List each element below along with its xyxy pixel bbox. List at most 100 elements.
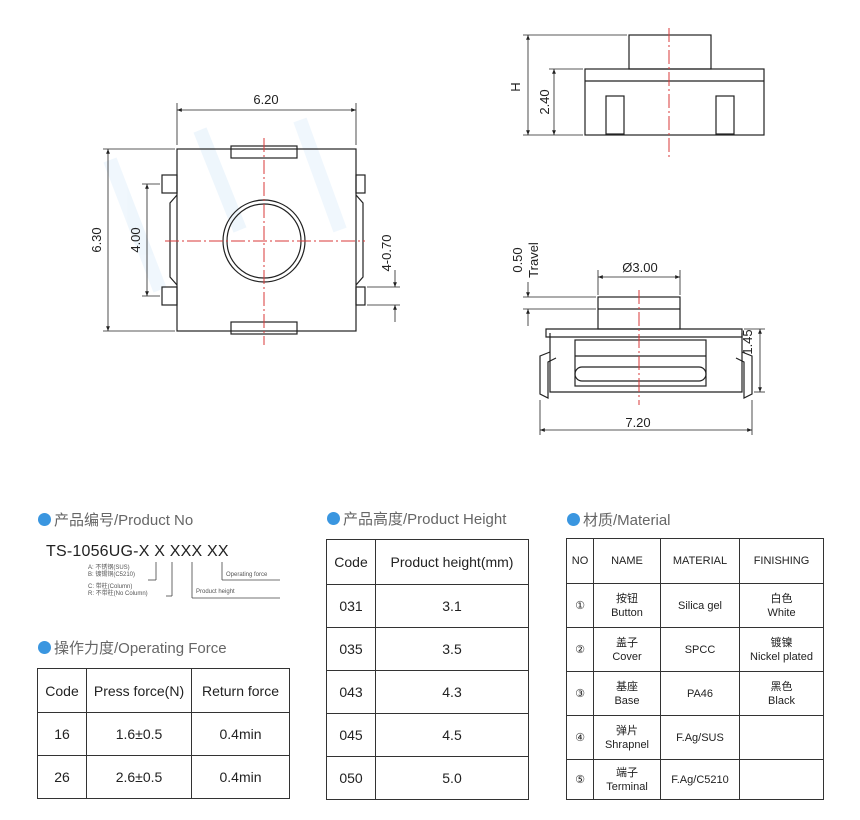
dim-width-top: 6.20 bbox=[253, 92, 278, 107]
header-code: Code bbox=[37, 668, 87, 713]
front-view bbox=[539, 296, 753, 399]
top-body-inner-left bbox=[169, 194, 178, 286]
label-product-height: Product height bbox=[196, 589, 235, 595]
dim-travel-value: 0.50 bbox=[510, 247, 525, 272]
header-no: NO bbox=[566, 538, 594, 584]
header-return-force: Return force bbox=[191, 668, 290, 713]
cell-code: 035 bbox=[326, 627, 376, 671]
table-header-row: Code Press force(N) Return force bbox=[37, 668, 290, 713]
product-height-title: 产品高度/Product Height bbox=[327, 508, 506, 529]
front-dimensions bbox=[523, 270, 765, 435]
side-lead-right bbox=[715, 95, 735, 135]
cell-material: F.Ag/SUS bbox=[660, 715, 740, 760]
note-r: R: 不带柱(No Column) bbox=[88, 591, 148, 597]
dim-total-width: 7.20 bbox=[625, 415, 650, 430]
lead-bottom-right bbox=[355, 286, 366, 306]
cell-material: PA46 bbox=[660, 671, 740, 716]
cell-code: 045 bbox=[326, 713, 376, 757]
cell-no: ② bbox=[566, 627, 594, 672]
section-dot-icon bbox=[38, 513, 51, 526]
cell-press-force: 1.6±0.5 bbox=[86, 712, 192, 756]
cell-finishing bbox=[739, 715, 824, 760]
cell-height: 4.3 bbox=[375, 670, 529, 714]
product-no-title: 产品编号/Product No bbox=[38, 509, 193, 530]
section-dot-icon bbox=[567, 513, 580, 526]
cell-height: 3.5 bbox=[375, 627, 529, 671]
material-title: 材质/Material bbox=[567, 509, 671, 530]
lead-bottom-left bbox=[161, 286, 178, 306]
part-number-leaders bbox=[148, 562, 280, 599]
cell-height: 5.0 bbox=[375, 756, 529, 800]
side-body bbox=[584, 68, 765, 136]
cell-code: 16 bbox=[37, 712, 87, 756]
cell-no: ③ bbox=[566, 671, 594, 716]
note-a: A: 不锈钢(SUS) bbox=[88, 565, 130, 571]
header-material: MATERIAL bbox=[660, 538, 740, 584]
top-body-inner-right bbox=[355, 194, 364, 286]
front-lead-right bbox=[735, 351, 753, 399]
header-code: Code bbox=[326, 539, 376, 585]
cell-material: SPCC bbox=[660, 627, 740, 672]
dim-lead-width: 4-0.70 bbox=[379, 235, 394, 272]
side-lead-left bbox=[605, 95, 625, 135]
side-dimensions bbox=[523, 34, 627, 136]
part-number: TS-1056UG-X X XXX XX bbox=[46, 543, 229, 560]
front-lead-left bbox=[539, 351, 557, 399]
table-row: 031 3.1 bbox=[326, 584, 529, 628]
header-product-height: Product height(mm) bbox=[375, 539, 529, 585]
product-height-table: Code Product height(mm) 031 3.1 035 3.5 … bbox=[326, 539, 529, 800]
top-centerlines bbox=[165, 138, 365, 345]
cell-height: 4.5 bbox=[375, 713, 529, 757]
cell-no: ④ bbox=[566, 715, 594, 760]
dim-side-height: 1.45 bbox=[740, 329, 755, 354]
cell-code: 043 bbox=[326, 670, 376, 714]
cell-material: F.Ag/C5210 bbox=[660, 759, 740, 800]
side-view bbox=[584, 34, 765, 136]
cell-finishing bbox=[739, 759, 824, 800]
table-row: 050 5.0 bbox=[326, 756, 529, 800]
note-b: B: 镀锡铜(C5210) bbox=[88, 572, 136, 578]
cell-press-force: 2.6±0.5 bbox=[86, 755, 192, 799]
cell-return-force: 0.4min bbox=[191, 755, 290, 799]
header-name: NAME bbox=[593, 538, 661, 584]
section-dot-icon bbox=[38, 641, 51, 654]
label-operating-force: Operating force bbox=[226, 572, 268, 578]
front-cover bbox=[545, 328, 743, 338]
cell-code: 050 bbox=[326, 756, 376, 800]
header-finishing: FINISHING bbox=[739, 538, 824, 584]
table-row: 035 3.5 bbox=[326, 627, 529, 671]
front-inner-slot bbox=[574, 366, 707, 382]
technical-drawing: 6.20 6.30 4.00 4-0.70 H 2.40 bbox=[89, 28, 765, 435]
operating-force-table: Code Press force(N) Return force 16 1.6±… bbox=[37, 668, 290, 799]
dim-travel-label: Travel bbox=[526, 242, 541, 278]
dim-pin-pitch: 4.00 bbox=[128, 227, 143, 252]
watermark bbox=[103, 117, 347, 293]
section-dot-icon bbox=[327, 512, 340, 525]
front-inner-body bbox=[574, 339, 707, 387]
cell-material: Silica gel bbox=[660, 583, 740, 628]
table-header-row: Code Product height(mm) bbox=[326, 539, 529, 585]
table-header-row: NO NAME MATERIAL FINISHING bbox=[566, 538, 824, 584]
dim-height-left: 6.30 bbox=[89, 227, 104, 252]
cell-no: ⑤ bbox=[566, 759, 594, 800]
dim-height-h: H bbox=[508, 82, 523, 91]
side-button bbox=[628, 34, 712, 70]
dim-body-height: 2.40 bbox=[537, 89, 552, 114]
top-body-outline bbox=[176, 148, 357, 332]
table-row: 26 2.6±0.5 0.4min bbox=[37, 755, 290, 799]
lead-top-right bbox=[355, 174, 366, 194]
cell-height: 3.1 bbox=[375, 584, 529, 628]
lead-top-left bbox=[161, 174, 178, 194]
table-row: 045 4.5 bbox=[326, 713, 529, 757]
